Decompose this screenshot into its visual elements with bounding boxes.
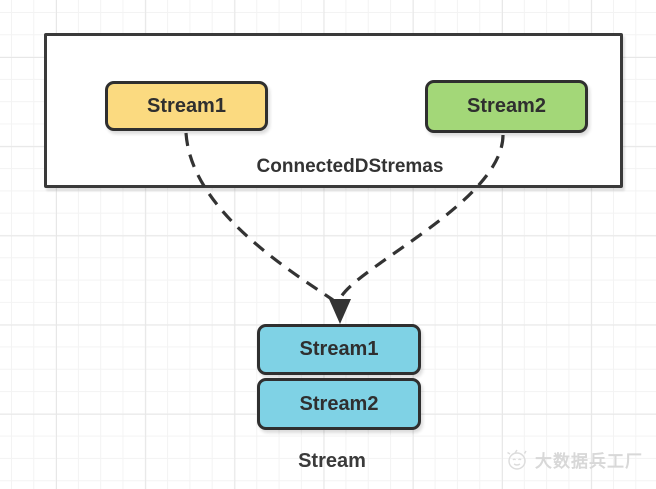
node-stream2-source: Stream2	[425, 80, 588, 133]
arrowhead-down-icon	[329, 299, 351, 324]
watermark: 大数据兵工厂	[503, 443, 643, 475]
watermark-logo-icon	[507, 449, 527, 470]
watermark-text: 大数据兵工厂	[535, 451, 643, 471]
node-stream1-merged-label: Stream1	[299, 338, 379, 360]
node-stream2-merged: Stream2	[257, 378, 421, 430]
node-stream1-merged: Stream1	[257, 324, 421, 375]
connected-dstreams-label: ConnectedDStremas	[256, 156, 444, 177]
node-stream1-source: Stream1	[105, 81, 268, 131]
merged-stream-label: Stream	[298, 450, 366, 472]
node-stream2-merged-label: Stream2	[299, 392, 379, 415]
node-stream2-source-label: Stream2	[467, 95, 546, 117]
node-stream1-source-label: Stream1	[147, 94, 226, 117]
